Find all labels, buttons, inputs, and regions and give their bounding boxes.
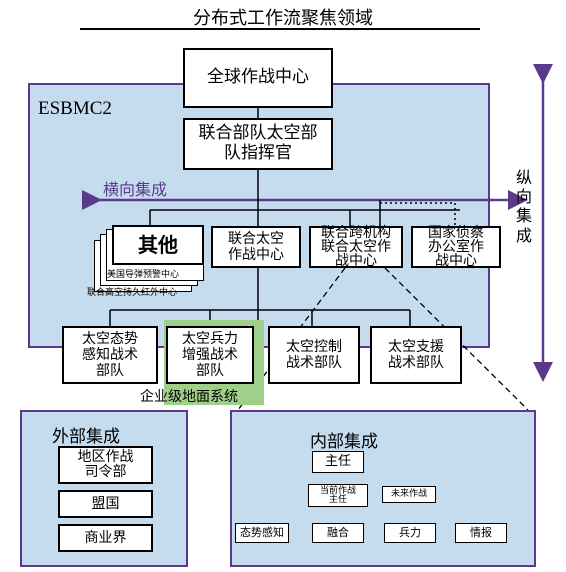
global-ops-center-box: 全球作战中心 xyxy=(183,48,333,108)
situational-awareness-box: 态势感知 xyxy=(235,523,289,543)
internal-integration-title: 内部集成 xyxy=(310,432,378,452)
commercial-box: 商业界 xyxy=(58,524,153,552)
diagram-title: 分布式工作流聚焦领域 xyxy=(193,8,373,29)
external-integration-title: 外部集成 xyxy=(52,427,120,447)
jicspoc-box: 联合跨机构 联合太空作 战中心 xyxy=(309,226,403,268)
fusion-box: 融合 xyxy=(312,523,364,543)
force-box: 兵力 xyxy=(384,523,436,543)
regional-combatant-command-box: 地区作战 司令部 xyxy=(58,446,153,484)
jfscc-box: 联合部队太空部 队指挥官 xyxy=(183,118,333,170)
others-sub-opir: 联合高空持久红外中心 xyxy=(87,288,178,298)
allies-box: 盟国 xyxy=(58,490,153,518)
space-support-tactical-box: 太空支援 战术部队 xyxy=(370,326,462,384)
jspoc-box: 联合太空 作战中心 xyxy=(211,226,301,268)
space-control-tactical-box: 太空控制 战术部队 xyxy=(268,326,360,384)
others-box: 其他 xyxy=(112,225,204,265)
horizontal-integration-label: 横向集成 xyxy=(103,180,168,199)
title-underline xyxy=(80,28,480,30)
intelligence-box: 情报 xyxy=(455,523,507,543)
space-awareness-tactical-box: 太空态势 感知战术 部队 xyxy=(62,326,158,384)
future-ops-box: 未来作战 xyxy=(382,486,436,503)
current-ops-director-box: 当前作战 主任 xyxy=(308,484,368,507)
enterprise-ground-system-label: 企业级地面系统 xyxy=(140,389,238,405)
nro-ops-center-box: 国家侦察 办公室作 战中心 xyxy=(411,226,501,268)
director-box: 主任 xyxy=(312,451,364,473)
vertical-integration-label: 纵 向 集 成 xyxy=(515,168,532,245)
force-enhancement-tactical-box: 太空兵力 增强战术 部队 xyxy=(166,326,254,384)
esbmc-label: ESBMC2 xyxy=(38,98,112,119)
others-sub-missile-warning: 美国导弹预警中心 xyxy=(107,270,180,280)
